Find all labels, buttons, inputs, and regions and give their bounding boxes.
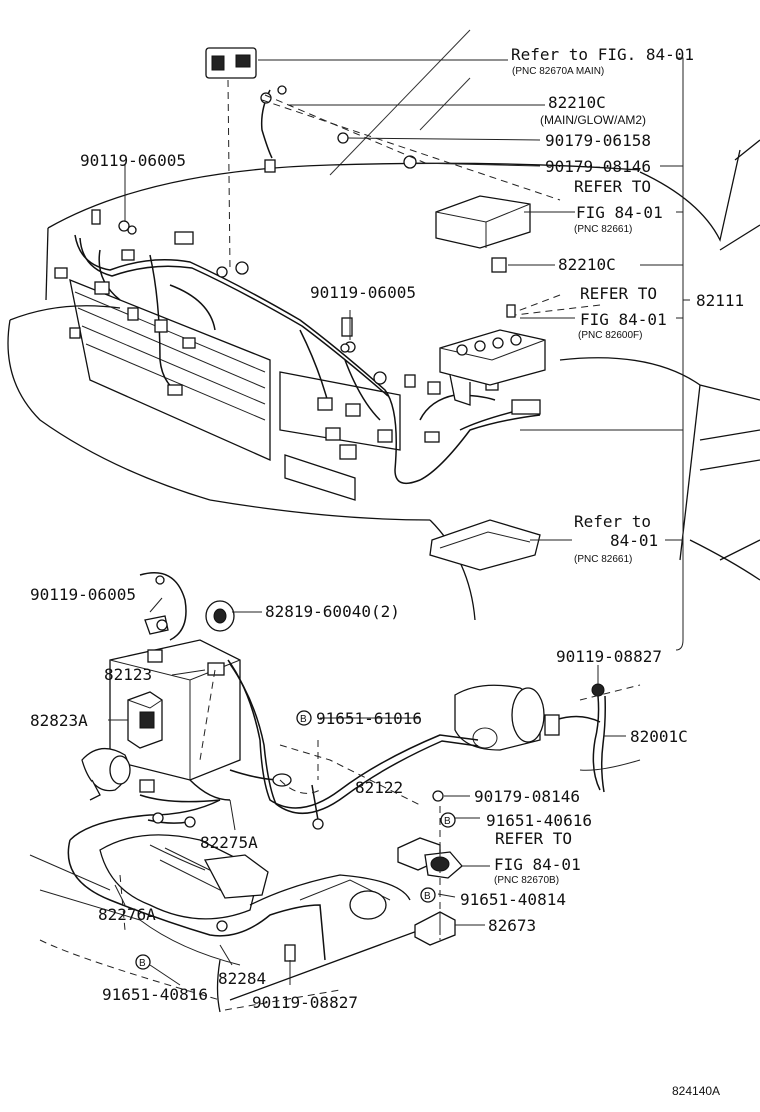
label-82123: 82123	[104, 665, 152, 684]
relay-82823a	[127, 691, 163, 749]
bolt-marker-91651-40616: B	[440, 812, 456, 828]
label-pnc-82670b: (PNC 82670B)	[494, 875, 559, 886]
label-refer-to-2: REFER TO	[580, 284, 657, 303]
hardware	[118, 220, 444, 802]
label-refer-to-3: Refer to	[574, 512, 651, 531]
label-90119-06005-mid: 90119-06005	[310, 283, 416, 302]
label-fig-8401-1: FIG 84-01	[576, 203, 663, 222]
label-82819-60040: 82819-60040(2)	[265, 602, 400, 621]
label-90179-08146-top: 90179-08146	[545, 157, 651, 176]
vehicle-body	[7, 29, 760, 621]
label-pnc-82661-2: (PNC 82661)	[574, 554, 632, 565]
fuse-block-lower	[397, 837, 463, 879]
label-91651-61016: 91651-61016	[316, 709, 422, 728]
label-90119-06005-left: 90119-06005	[80, 151, 186, 170]
label-82111: 82111	[696, 291, 744, 310]
bolt-marker-91651-61016: B	[296, 710, 312, 726]
engine-block	[29, 834, 421, 1013]
bracket	[414, 911, 456, 946]
battery	[109, 615, 241, 781]
label-fig-8401-4: FIG 84-01	[494, 855, 581, 874]
label-90119-06005-low: 90119-06005	[30, 585, 136, 604]
part-labels: Refer to FIG. 84-01 (PNC 82670A MAIN) 82…	[30, 45, 744, 1098]
callout-lines	[108, 57, 690, 986]
bolt-marker-91651-40816: B	[135, 954, 151, 970]
battery-cables	[67, 572, 479, 961]
label-91651-40816: 91651-40816	[102, 985, 208, 1004]
label-82275a: 82275A	[200, 833, 258, 852]
ground-strap	[544, 683, 641, 793]
label-82823a: 82823A	[30, 711, 88, 730]
label-refer-to-1: REFER TO	[574, 177, 651, 196]
label-90179-08146-low: 90179-08146	[474, 787, 580, 806]
svg-text:B: B	[139, 958, 146, 969]
dashed-leaders	[39, 79, 641, 1011]
starter-motor	[454, 684, 545, 751]
label-pnc-82600f: (PNC 82600F)	[578, 330, 642, 341]
svg-text:B: B	[444, 816, 451, 827]
label-82276a: 82276A	[98, 905, 156, 924]
bolt-markers: B B B B	[135, 710, 456, 970]
bolt-marker-91651-40814: B	[420, 887, 436, 903]
label-pnc-82661-1: (PNC 82661)	[574, 224, 632, 235]
label-fig-8401-3: 84-01	[610, 531, 658, 550]
main-fuse-holder	[205, 47, 417, 173]
label-82001c: 82001C	[630, 727, 688, 746]
label-pnc-82670a: (PNC 82670A MAIN)	[512, 66, 604, 77]
label-82210c-top: 82210C	[548, 93, 606, 112]
label-main-glow-am2: (MAIN/GLOW/AM2)	[540, 113, 646, 127]
label-82284: 82284	[218, 969, 266, 988]
label-90119-08827-bottom: 90119-08827	[252, 993, 358, 1012]
label-90119-08827-right: 90119-08827	[556, 647, 662, 666]
grommet	[205, 600, 235, 632]
engine-harness	[54, 209, 541, 485]
label-82210c-mid: 82210C	[558, 255, 616, 274]
svg-text:B: B	[300, 714, 307, 725]
label-82673: 82673	[488, 916, 536, 935]
label-91651-40616: 91651-40616	[486, 811, 592, 830]
label-refer-to-4: REFER TO	[495, 829, 572, 848]
label-91651-40814: 91651-40814	[460, 890, 566, 909]
label-refer-fig-8401: Refer to FIG. 84-01	[511, 45, 694, 64]
svg-text:B: B	[424, 891, 431, 902]
label-82122: 82122	[355, 778, 403, 797]
relay-block	[435, 195, 531, 273]
label-fig-8401-2: FIG 84-01	[580, 310, 667, 329]
label-90179-06158: 90179-06158	[545, 131, 651, 150]
horn	[81, 748, 131, 801]
figure-code: 824140A	[672, 1084, 720, 1098]
